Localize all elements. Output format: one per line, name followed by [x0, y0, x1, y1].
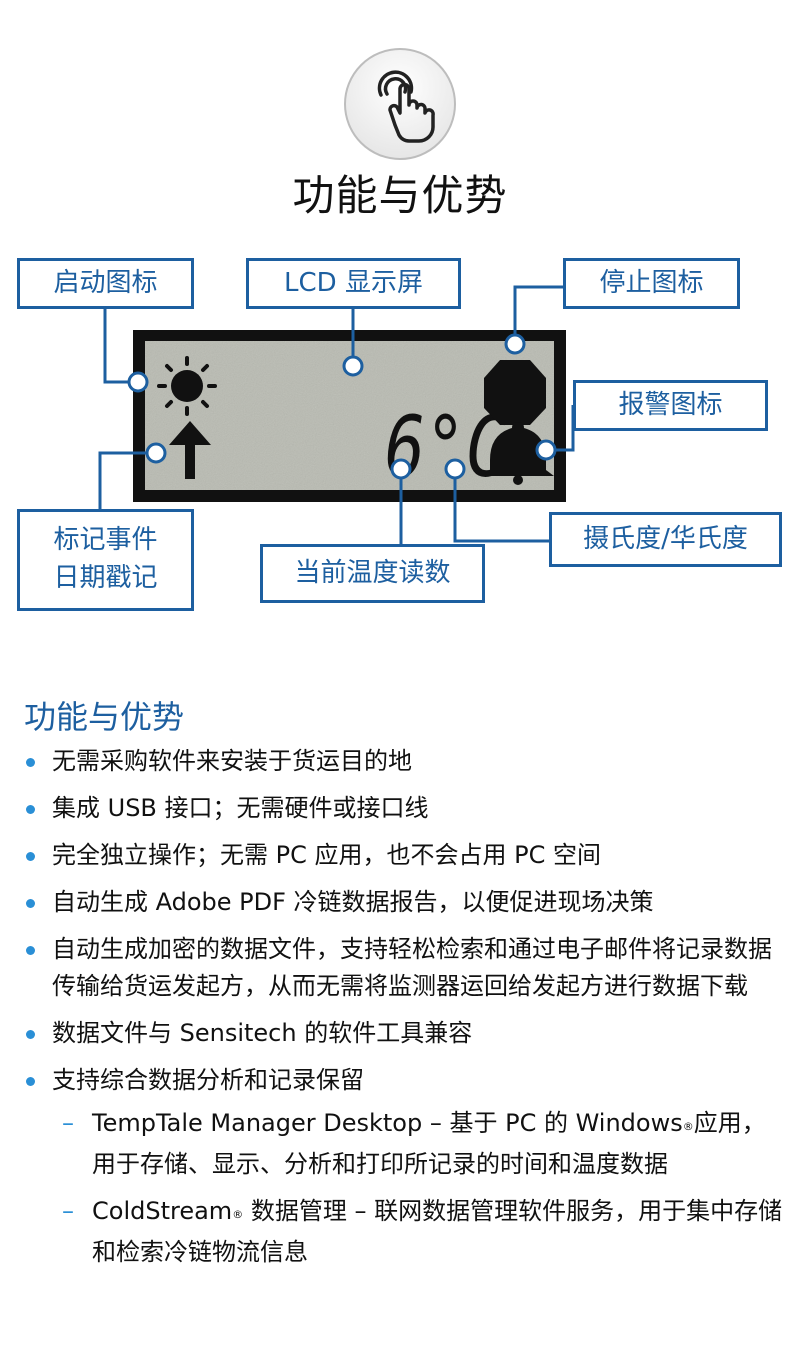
registered-mark: ®: [232, 1208, 244, 1221]
feature-item: 完全独立操作；无需 PC 应用，也不会占用 PC 空间: [24, 837, 784, 874]
callout-mark-event-line1: 标记事件: [53, 525, 158, 556]
feature-subitem: TempTale Manager Desktop – 基于 PC 的 Windo…: [52, 1105, 784, 1183]
feature-subitem: ColdStream® 数据管理 – 联网数据管理软件服务，用于集中存储和检索冷…: [52, 1193, 784, 1271]
feature-item: 数据文件与 Sensitech 的软件工具兼容: [24, 1015, 784, 1052]
feature-item-analysis: 支持综合数据分析和记录保留 TempTale Manager Desktop –…: [24, 1062, 784, 1271]
arrow-up-icon: [169, 421, 211, 479]
feature-item: 集成 USB 接口；无需硬件或接口线: [24, 790, 784, 827]
feature-item: 自动生成加密的数据文件，支持轻松检索和通过电子邮件将记录数据传输给货运发起方，从…: [24, 931, 784, 1005]
callout-alarm-icon: 报警图标: [573, 380, 768, 431]
stop-octagon-icon: [484, 360, 546, 425]
callout-unit: 摄氏度/华氏度: [549, 512, 782, 567]
features-list: 无需采购软件来安装于货运目的地 集成 USB 接口；无需硬件或接口线 完全独立操…: [24, 743, 784, 1281]
page-title: 功能与优势: [292, 171, 508, 220]
subitem-prefix: ColdStream: [92, 1197, 233, 1225]
callout-current-temperature: 当前温度读数: [260, 544, 485, 603]
registered-mark: ®: [682, 1120, 694, 1133]
callout-mark-event: 标记事件 日期戳记: [17, 509, 194, 611]
sun-icon: [157, 356, 217, 416]
bell-icon: [482, 422, 554, 485]
callout-mark-event-line2: 日期戳记: [53, 563, 158, 593]
subitem-suffix: 应用，用于存储、显示、分析和打印所记录的时间和温度数据: [92, 1109, 766, 1178]
features-title: 功能与优势: [24, 698, 185, 736]
lcd-temperature-reading: 6°C: [385, 398, 506, 496]
feature-item: 无需采购软件来安装于货运目的地: [24, 743, 784, 780]
callout-lcd-screen: LCD 显示屏: [246, 258, 461, 309]
callout-stop-icon: 停止图标: [563, 258, 740, 309]
callout-start-icon: 启动图标: [17, 258, 194, 309]
lcd-diagram: 6°C: [98, 285, 575, 546]
feature-item: 自动生成 Adobe PDF 冷链数据报告，以便促进现场决策: [24, 884, 784, 921]
subitem-suffix: 数据管理 – 联网数据管理软件服务，用于集中存储和检索冷链物流信息: [92, 1197, 783, 1266]
feature-sublist: TempTale Manager Desktop – 基于 PC 的 Windo…: [52, 1105, 784, 1271]
touch-hand-icon: [344, 48, 456, 160]
feature-item-label: 支持综合数据分析和记录保留: [52, 1066, 364, 1094]
subitem-prefix: TempTale Manager Desktop – 基于 PC 的 Windo…: [92, 1109, 683, 1137]
